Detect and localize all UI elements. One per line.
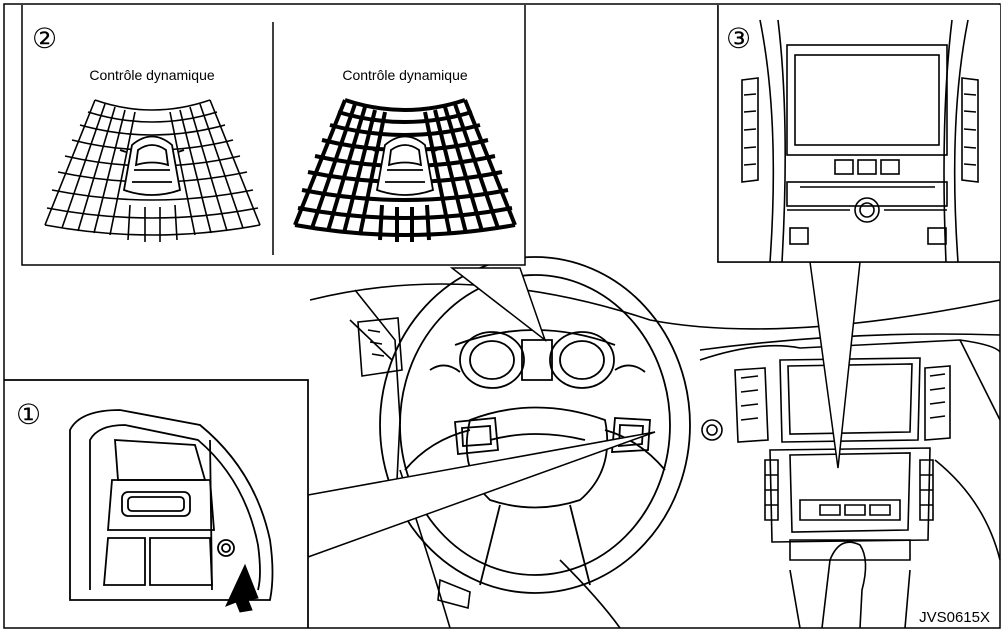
steering-switch-closeup <box>69 409 274 601</box>
car-icon-2 <box>372 135 438 196</box>
panel-3: ③ <box>717 5 1000 263</box>
car-icon <box>119 135 185 196</box>
panel-1: ① <box>4 379 309 628</box>
callout-3-label: ③ <box>726 23 751 54</box>
dashboard-line-art <box>309 283 1001 629</box>
figure-code: JVS0615X <box>919 609 990 626</box>
callout-pointers <box>307 261 861 559</box>
guide-grid-thin <box>44 99 261 242</box>
panel-2-right-title: Contrôle dynamique <box>342 67 468 83</box>
pointer-arrow-icon <box>225 563 259 613</box>
callout-1-label: ① <box>16 399 41 430</box>
center-console-drawing <box>741 19 979 263</box>
panel-2: Contrôle dynamique Contrôle dynamique ② <box>21 5 526 266</box>
callout-2-label: ② <box>32 23 57 54</box>
panel-2-left-title: Contrôle dynamique <box>89 67 215 83</box>
outer-frame <box>3 3 1001 629</box>
steering-wheel <box>379 256 691 594</box>
